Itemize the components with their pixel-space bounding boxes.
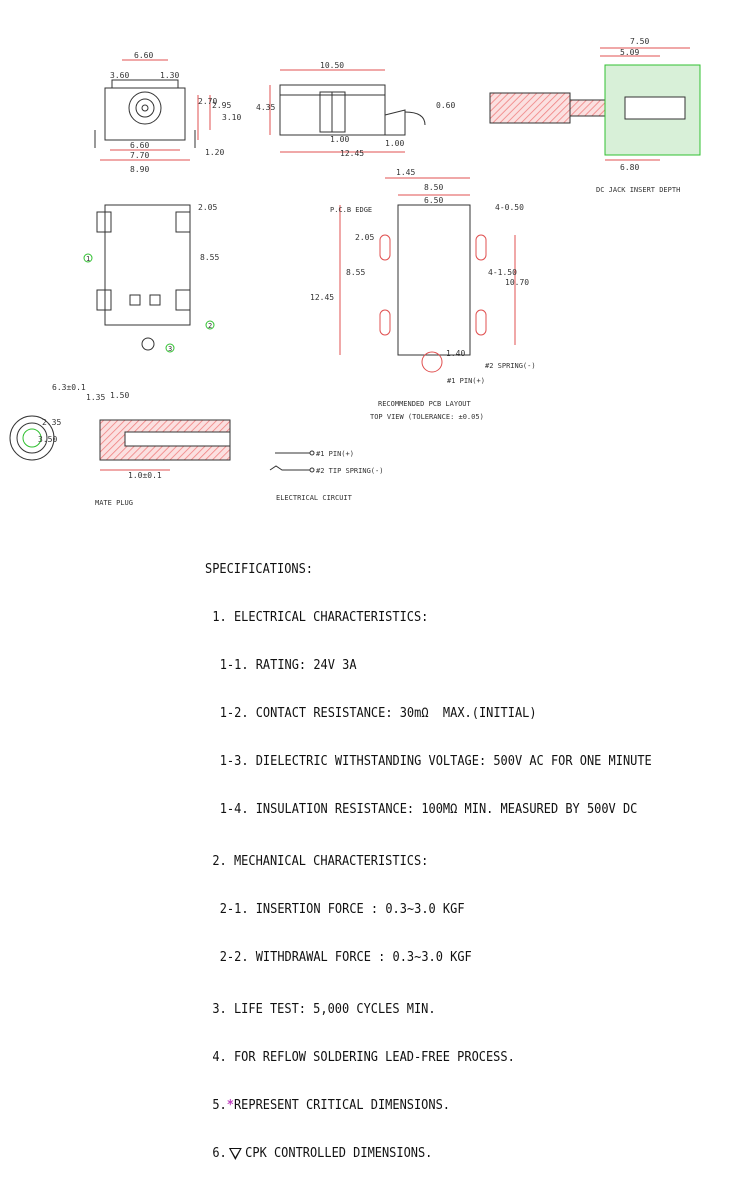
circuit-pin2: #2 TIP SPRING(-): [316, 467, 383, 475]
plug-dim-6: 1.0±0.1: [128, 471, 162, 480]
pcb-layout: [339, 177, 516, 373]
section-view: [489, 47, 701, 161]
technical-drawing: 6.60 3.60 1.30 2.70 2.95 3.10 6.60 7.70 …: [9, 37, 701, 507]
plug-dim-2: 1.35: [86, 393, 105, 402]
spec-2-2: 2-2. WITHDRAWAL FORCE : 0.3~3.0 KGF: [219, 950, 472, 965]
side-dim-1: 10.50: [320, 61, 344, 70]
pcb-dim-3: 6.50: [424, 196, 443, 205]
front-dim-4: 2.70: [198, 97, 217, 106]
spec-1-3: 1-3. DIELECTRIC WITHSTANDING VOLTAGE: 50…: [219, 754, 652, 769]
side-dim-6: 1.00: [385, 139, 404, 148]
circuit-caption: ELECTRICAL CIRCUIT: [276, 494, 353, 502]
pcb-dim-1: 1.45: [396, 168, 415, 177]
spec-title: SPECIFICATIONS:: [205, 562, 314, 577]
front-dim-3: 1.30: [160, 71, 179, 80]
section-dim-3: 6.80: [620, 163, 639, 172]
front-dim-6: 3.10: [222, 113, 241, 122]
front-dim-9: 8.90: [130, 165, 149, 174]
plug-dim-3: 1.50: [110, 391, 129, 400]
pcb-edge-label: P.C.B EDGE: [330, 206, 372, 214]
specifications-block: SPECIFICATIONS: 1. ELECTRICAL CHARACTERI…: [205, 530, 702, 1178]
pcb-dim-8: 4-1.50: [488, 268, 517, 277]
side-view: [269, 69, 426, 153]
pcb-caption: RECOMMENDED PCB LAYOUT: [378, 400, 472, 408]
plug-caption: MATE PLUG: [95, 499, 133, 507]
front-dim-7: 6.60: [130, 141, 149, 150]
pcb-dim-6: 8.55: [346, 268, 365, 277]
electrical-circuit: [269, 450, 315, 473]
pcb-dim-4: 4-0.50: [495, 203, 524, 212]
critical-star-icon: *: [226, 1098, 234, 1113]
spec-3: 3. LIFE TEST: 5,000 CYCLES MIN.: [212, 1002, 436, 1017]
top-callout-2: 2: [208, 322, 212, 330]
side-dim-2: 4.35: [256, 103, 275, 112]
front-dim-8: 7.70: [130, 151, 149, 160]
mate-plug: [9, 415, 231, 471]
pcb-dim-2: 8.50: [424, 183, 443, 192]
plug-dim-1: 6.3±0.1: [52, 383, 86, 392]
top-callout-3: 3: [168, 345, 172, 353]
pcb-pin-label: #1 PIN(+): [447, 377, 485, 385]
pcb-dim-10: 1.40: [446, 349, 465, 358]
top-dim-1: 2.05: [198, 203, 217, 212]
spec-1-2: 1-2. CONTACT RESISTANCE: 30mΩ MAX.(INITI…: [219, 706, 537, 721]
pcb-dim-9: 10.70: [505, 278, 529, 287]
spec-6-row: 6. CPK CONTROLLED DIMENSIONS.: [205, 1146, 702, 1162]
plug-dim-4: 2.35: [42, 418, 61, 427]
spec-1: 1. ELECTRICAL CHARACTERISTICS:: [212, 610, 429, 625]
top-callout-1: 1: [86, 255, 90, 263]
spec-5-text: REPRESENT CRITICAL DIMENSIONS.: [233, 1098, 450, 1113]
front-dim-10: 1.20: [205, 148, 224, 157]
front-dim-1: 6.60: [134, 51, 153, 60]
front-dim-5: 2.95: [212, 101, 231, 110]
spec-5-row: 5. * REPRESENT CRITICAL DIMENSIONS.: [205, 1098, 702, 1114]
front-dim-2: 3.60: [110, 71, 129, 80]
pcb-dim-5: 2.05: [355, 233, 374, 242]
spec-5-number: 5.: [212, 1098, 227, 1113]
circuit-pin1: #1 PIN(+): [316, 450, 354, 458]
cpk-triangle-icon: [228, 1148, 242, 1160]
section-dim-2: 5.09: [620, 48, 639, 57]
spec-1-4: 1-4. INSULATION RESISTANCE: 100MΩ MIN. M…: [219, 802, 638, 817]
top-dim-2: 8.55: [200, 253, 219, 262]
spec-6-number: 6.: [212, 1146, 227, 1161]
top-view: [83, 204, 215, 353]
pcb-spring-label: #2 SPRING(-): [485, 362, 536, 370]
spec-2-1: 2-1. INSERTION FORCE : 0.3~3.0 KGF: [219, 902, 465, 917]
plug-dim-5: 3.50: [38, 435, 57, 444]
side-dim-4: 1.00: [330, 135, 349, 144]
side-dim-5: 12.45: [340, 149, 364, 158]
section-dim-1: 7.50: [630, 37, 649, 46]
spec-4: 4. FOR REFLOW SOLDERING LEAD-FREE PROCES…: [212, 1050, 515, 1065]
spec-1-1: 1-1. RATING: 24V 3A: [219, 658, 357, 673]
spec-2: 2. MECHANICAL CHARACTERISTICS:: [212, 854, 429, 869]
pcb-subcaption: TOP VIEW (TOLERANCE: ±0.05): [370, 413, 484, 421]
pcb-dim-7: 12.45: [310, 293, 334, 302]
side-dim-3: 0.60: [436, 101, 455, 110]
section-caption: DC JACK INSERT DEPTH: [596, 186, 680, 194]
spec-6-text: CPK CONTROLLED DIMENSIONS.: [245, 1146, 433, 1161]
front-view: [94, 59, 211, 161]
